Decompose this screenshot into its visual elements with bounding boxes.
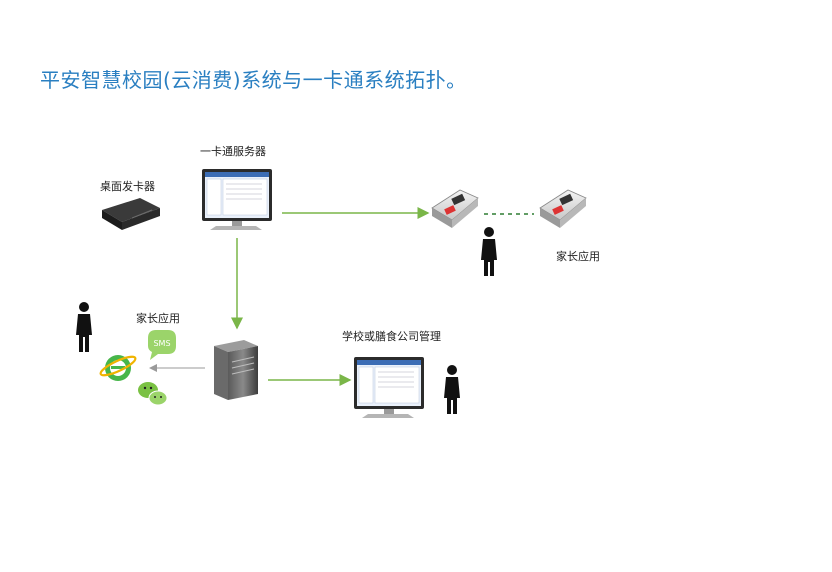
person-icon [76,302,92,352]
wechat-icon [138,382,168,406]
sms-text: SMS [153,339,170,348]
card-server-monitor-icon [202,169,272,230]
school-mgmt-monitor-icon [354,357,424,418]
pos-terminal-icon [431,189,479,228]
page-title: 平安智慧校园(云消费)系统与一卡通系统拓扑。 [40,68,467,92]
sms-icon: SMS [148,330,176,360]
person-icon [481,227,497,276]
parent-app-left-label: 家长应用 [136,312,180,325]
desktop-card-issuer-icon [102,198,160,230]
parent-app-right-label: 家长应用 [556,250,600,263]
card-server-label: 一卡通服务器 [200,145,266,158]
desktop-card-issuer-label: 桌面发卡器 [100,180,155,193]
person-icon [444,365,460,414]
school-mgmt-label: 学校或膳食公司管理 [342,330,441,343]
server-tower-icon [214,340,258,400]
browser-icon [99,355,137,381]
pos-terminal-icon [539,189,587,228]
